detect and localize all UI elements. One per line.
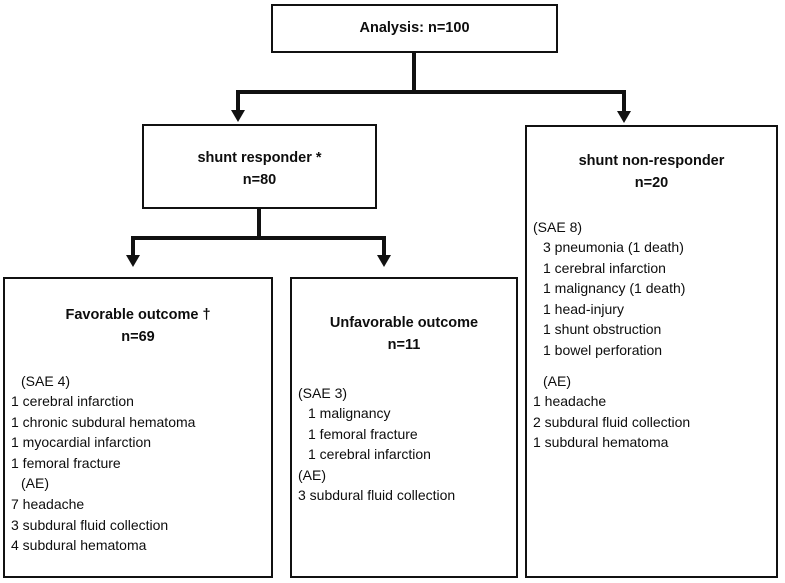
node-unfavorable-outcome-count: n=11 [387,336,421,353]
sae-item: 1 femoral fracture [11,454,121,471]
connector-responder-right-drop [382,236,386,257]
sae-item: 1 malignancy (1 death) [543,280,686,297]
node-shunt-non-responder[interactable]: shunt non-responder n=20 (SAE 8) 3 pneum… [525,125,778,578]
node-shunt-non-responder-title: shunt non-responder n=20 [527,151,776,195]
ae-item: 3 subdural fluid collection [11,516,169,533]
ae-item: 2 subdural fluid collection [533,413,691,430]
sae-item: 1 myocardial infarction [11,434,152,451]
connector-responder-left-drop [131,236,135,257]
connector-analysis-right-drop [622,90,626,112]
ae-header: (AE) [21,475,49,492]
sae-item: 1 cerebral infarction [11,393,134,410]
node-shunt-responder-title: shunt responder * n=80 [144,148,375,192]
node-unfavorable-outcome[interactable]: Unfavorable outcome n=11 (SAE 3) 1 malig… [290,277,518,578]
ae-header: (AE) [298,466,326,483]
sae-header: (SAE 3) [298,384,348,401]
connector-analysis-stem [412,53,416,93]
sae-item: 1 cerebral infarction [543,259,666,276]
arrow-to-favorable [126,255,140,267]
ae-item: 1 subdural hematoma [533,434,669,451]
node-favorable-outcome-count: n=69 [121,328,155,345]
node-favorable-outcome-events: (SAE 4) 1 cerebral infarction 1 chronic … [11,371,271,556]
node-shunt-non-responder-events: (SAE 8) 3 pneumonia (1 death) 1 cerebral… [533,217,776,453]
node-favorable-outcome-label: Favorable outcome † [65,307,211,323]
connector-analysis-bar [236,90,626,94]
sae-item: 1 malignancy [308,405,391,422]
ae-header: (AE) [543,372,571,389]
node-shunt-non-responder-label: shunt non-responder [578,153,725,169]
sae-header: (SAE 4) [21,372,71,389]
sae-item: 1 cerebral infarction [308,446,431,463]
sae-item: 1 shunt obstruction [543,321,662,338]
node-shunt-responder-label: shunt responder * [197,150,322,166]
connector-analysis-left-drop [236,90,240,112]
node-unfavorable-outcome-events: (SAE 3) 1 malignancy 1 femoral fracture … [298,383,516,506]
ae-item: 7 headache [11,495,85,512]
node-shunt-responder[interactable]: shunt responder * n=80 [142,124,377,209]
node-unfavorable-outcome-label: Unfavorable outcome [329,315,479,331]
node-analysis[interactable]: Analysis: n=100 [271,4,558,53]
sae-item: 3 pneumonia (1 death) [543,239,684,256]
connector-responder-bar [131,236,386,240]
arrow-to-unfavorable [377,255,391,267]
arrow-to-nonresponder [617,111,631,123]
arrow-to-responder [231,110,245,122]
sae-item: 1 chronic subdural hematoma [11,413,196,430]
ae-item: 4 subdural hematoma [11,537,147,554]
sae-header: (SAE 8) [533,218,583,235]
sae-item: 1 femoral fracture [308,425,418,442]
sae-item: 1 bowel perforation [543,341,663,358]
sae-item: 1 head-injury [543,300,624,317]
node-unfavorable-outcome-title: Unfavorable outcome n=11 [292,313,516,357]
connector-responder-stem [257,209,261,238]
node-shunt-non-responder-count: n=20 [634,174,669,191]
spacer [533,361,776,371]
node-favorable-outcome[interactable]: Favorable outcome † n=69 (SAE 4) 1 cereb… [3,277,273,578]
ae-item: 3 subdural fluid collection [298,487,456,504]
ae-item: 1 headache [533,393,607,410]
node-favorable-outcome-title: Favorable outcome † n=69 [5,305,271,349]
node-shunt-responder-count: n=80 [242,171,277,188]
node-analysis-title: Analysis: n=100 [359,20,470,36]
